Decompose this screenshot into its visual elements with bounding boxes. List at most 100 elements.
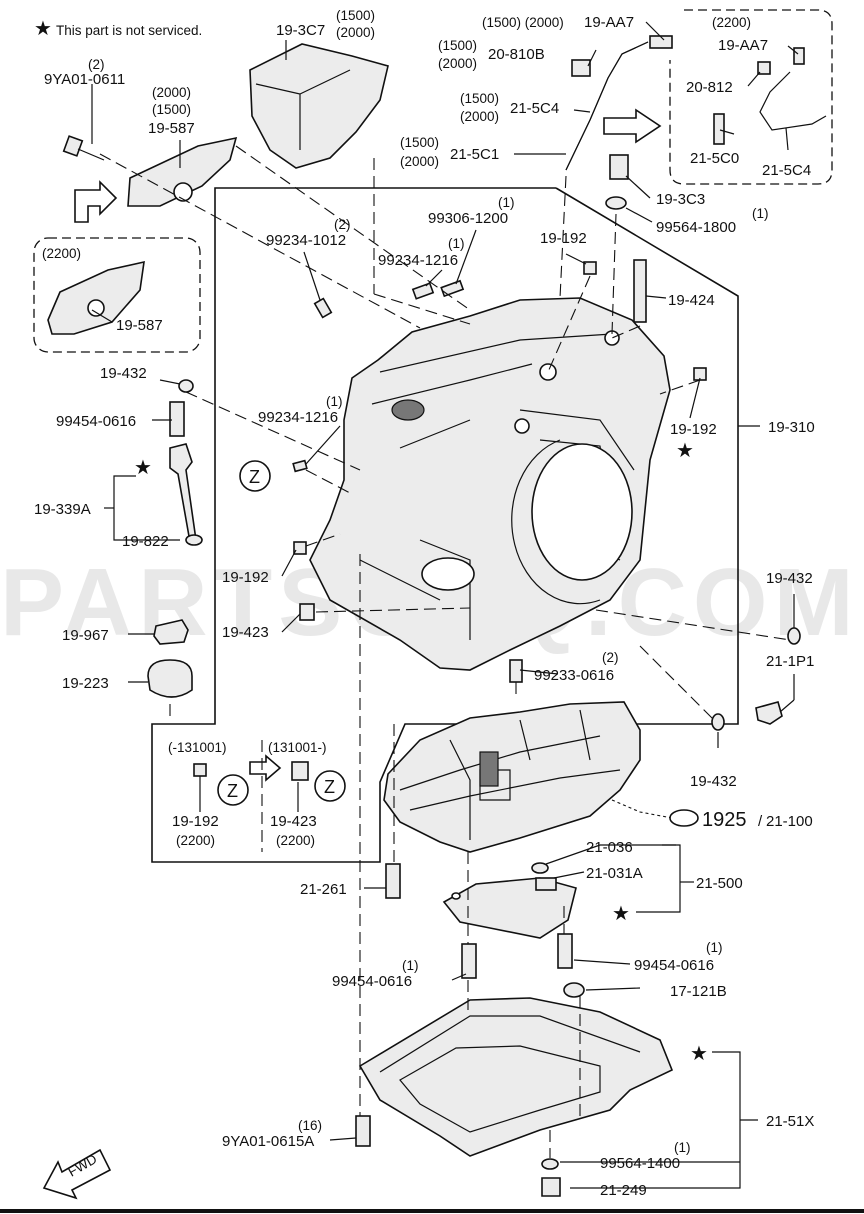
legend: ★ This part is not serviced. — [34, 18, 202, 40]
label-21-031a[interactable]: 21-031A — [586, 865, 643, 882]
label-99234-1216-top[interactable]: 99234-1216 — [378, 252, 458, 269]
bolt-99454-0616-left-icon[interactable] — [169, 401, 185, 437]
magnet-17-121b-icon[interactable] — [563, 982, 585, 998]
label-19-967[interactable]: 19-967 — [62, 627, 109, 644]
oil-pan-21-51x-icon[interactable] — [358, 997, 674, 1157]
gasket-99564-1400-icon[interactable] — [541, 1158, 559, 1170]
bolt-21-261-icon[interactable] — [385, 863, 401, 899]
label-19-339a[interactable]: 19-339A — [34, 501, 91, 518]
bracket-19-3c7-icon[interactable] — [249, 43, 389, 169]
label-19-192-right[interactable]: 19-192 — [670, 421, 717, 438]
z-inset-left-icon — [217, 774, 249, 806]
label-19-423-inset[interactable]: 19-423 — [270, 813, 317, 830]
label-19-424[interactable]: 19-424 — [668, 292, 715, 309]
heat-shield-2200-icon[interactable] — [47, 260, 145, 335]
label-21-5c1[interactable]: 21-5C1 — [450, 146, 499, 163]
plug-19-423-inset-icon[interactable] — [291, 761, 309, 781]
label-19-3c7[interactable]: 19-3C7 — [276, 22, 325, 39]
dowel-99234-1216b-icon[interactable] — [292, 459, 308, 473]
dowel-99234-1216-icon[interactable] — [411, 282, 435, 300]
label-19-587[interactable]: 19-587 — [148, 120, 195, 137]
label-19-223[interactable]: 19-223 — [62, 675, 109, 692]
solenoid-1925-icon[interactable] — [669, 809, 699, 827]
seal-19-aa7-icon[interactable] — [649, 35, 673, 49]
plug-19-423-icon[interactable] — [299, 603, 315, 621]
label-21-500[interactable]: 21-500 — [696, 875, 743, 892]
label-1925[interactable]: 1925 — [702, 809, 747, 831]
label-19-310[interactable]: 19-310 — [768, 419, 815, 436]
range-old: (-131001) — [168, 740, 227, 755]
oring-21-031a-icon[interactable] — [535, 877, 557, 891]
label-20-810b[interactable]: 20-810B — [488, 46, 545, 63]
label-99234-1012[interactable]: 99234-1012 — [266, 232, 346, 249]
label-99306-1200[interactable]: 99306-1200 — [428, 210, 508, 227]
label-99234-1216-lower[interactable]: 99234-1216 — [258, 409, 338, 426]
label-21-249[interactable]: 21-249 — [600, 1182, 647, 1199]
oil-level-gauge-19-339a-icon[interactable] — [169, 443, 197, 544]
label-19-aa7[interactable]: 19-AA7 — [584, 14, 634, 31]
inset-shield-title: (2200) — [42, 246, 81, 261]
oil-strainer-21-500-icon[interactable] — [442, 877, 577, 939]
stud-19-424-icon[interactable] — [633, 259, 647, 323]
label-19-aa7-2200[interactable]: 19-AA7 — [718, 37, 768, 54]
gasket-21-036-icon[interactable] — [531, 862, 549, 874]
plug-19-192-inset-icon[interactable] — [193, 763, 207, 777]
label-19-192-inset[interactable]: 19-192 — [172, 813, 219, 830]
oring-19-822-icon[interactable] — [185, 534, 203, 546]
pin-99306-1200-icon[interactable] — [440, 279, 465, 298]
label-99564-1400[interactable]: 99564-1400 — [600, 1155, 680, 1172]
label-99454-0616-b[interactable]: 99454-0616 — [332, 973, 412, 990]
label-19-423[interactable]: 19-423 — [222, 624, 269, 641]
label-21-5c0[interactable]: 21-5C0 — [690, 150, 739, 167]
heat-shield-19-587-icon[interactable] — [127, 136, 238, 207]
label-21-5c4-2200[interactable]: 21-5C4 — [762, 162, 811, 179]
label-99454-0616-left[interactable]: 99454-0616 — [56, 413, 136, 430]
bolt-99454-0616-b-icon[interactable] — [461, 943, 477, 979]
pin-99233-0616-icon[interactable] — [509, 659, 523, 683]
plug-19-192-left-icon[interactable] — [293, 541, 307, 555]
dowel-99234-1012-icon[interactable] — [313, 297, 333, 319]
washer-99564-1800-icon[interactable] — [605, 196, 627, 210]
dipstick-tube-2200-icon[interactable] — [759, 71, 827, 131]
label-20-812[interactable]: 20-812 — [686, 79, 733, 96]
label-21-51x[interactable]: 21-51X — [766, 1113, 814, 1130]
bolt-9ya01-0615a-icon[interactable] — [355, 1115, 371, 1147]
drain-plug-21-249-icon[interactable] — [541, 1177, 561, 1197]
oring-19-432-left-icon[interactable] — [178, 379, 194, 393]
control-valve-body-icon[interactable] — [383, 701, 641, 853]
clip-20-810b-icon[interactable] — [571, 59, 591, 77]
label-17-121b[interactable]: 17-121B — [670, 983, 727, 1000]
label-21-261[interactable]: 21-261 — [300, 881, 347, 898]
qty-9ya01-0615a: (16) — [298, 1118, 322, 1133]
label-21-5c4[interactable]: 21-5C4 — [510, 100, 559, 117]
label-19-822[interactable]: 19-822 — [122, 533, 169, 550]
label-9ya01-0615a[interactable]: 9YA01-0615A — [222, 1133, 314, 1150]
label-99564-1800[interactable]: 99564-1800 — [656, 219, 736, 236]
label-99233-0616[interactable]: 99233-0616 — [534, 667, 614, 684]
label-99454-0616-c[interactable]: 99454-0616 — [634, 957, 714, 974]
plug-19-192-top-icon[interactable] — [583, 261, 597, 275]
connector-21-1p1-icon[interactable] — [755, 701, 783, 725]
tube-21-5c0-icon[interactable] — [713, 113, 725, 145]
label-21-036[interactable]: 21-036 — [586, 839, 633, 856]
label-19-192-left[interactable]: 19-192 — [222, 569, 269, 586]
bolt-99454-0616-c-icon[interactable] — [557, 933, 573, 969]
label-19-432-left[interactable]: 19-432 — [100, 365, 147, 382]
label-21-100[interactable]: 21-100 — [766, 813, 813, 830]
clip-20-812-icon[interactable] — [757, 61, 771, 75]
label-19-432-right[interactable]: 19-432 — [766, 570, 813, 587]
bolt-9ya01-0611-icon[interactable] — [62, 135, 105, 161]
label-19-192-top[interactable]: 19-192 — [540, 230, 587, 247]
seal-19-223-icon[interactable] — [147, 659, 193, 698]
variant-21-5c1-bottom: (2000) — [400, 154, 439, 169]
oring-19-432-lower-icon[interactable] — [711, 713, 725, 731]
label-21-1p1[interactable]: 21-1P1 — [766, 653, 814, 670]
seal-2200-icon[interactable] — [793, 47, 805, 65]
plug-19-3c3-icon[interactable] — [609, 154, 629, 180]
label-19-3c3[interactable]: 19-3C3 — [656, 191, 705, 208]
label-9ya01-0611[interactable]: 9YA01-0611 — [44, 71, 125, 88]
clamp-19-967-icon[interactable] — [153, 619, 189, 645]
oring-19-432-right-icon[interactable] — [787, 627, 801, 645]
label-19-587-2200[interactable]: 19-587 — [116, 317, 163, 334]
label-19-432-lower[interactable]: 19-432 — [690, 773, 737, 790]
